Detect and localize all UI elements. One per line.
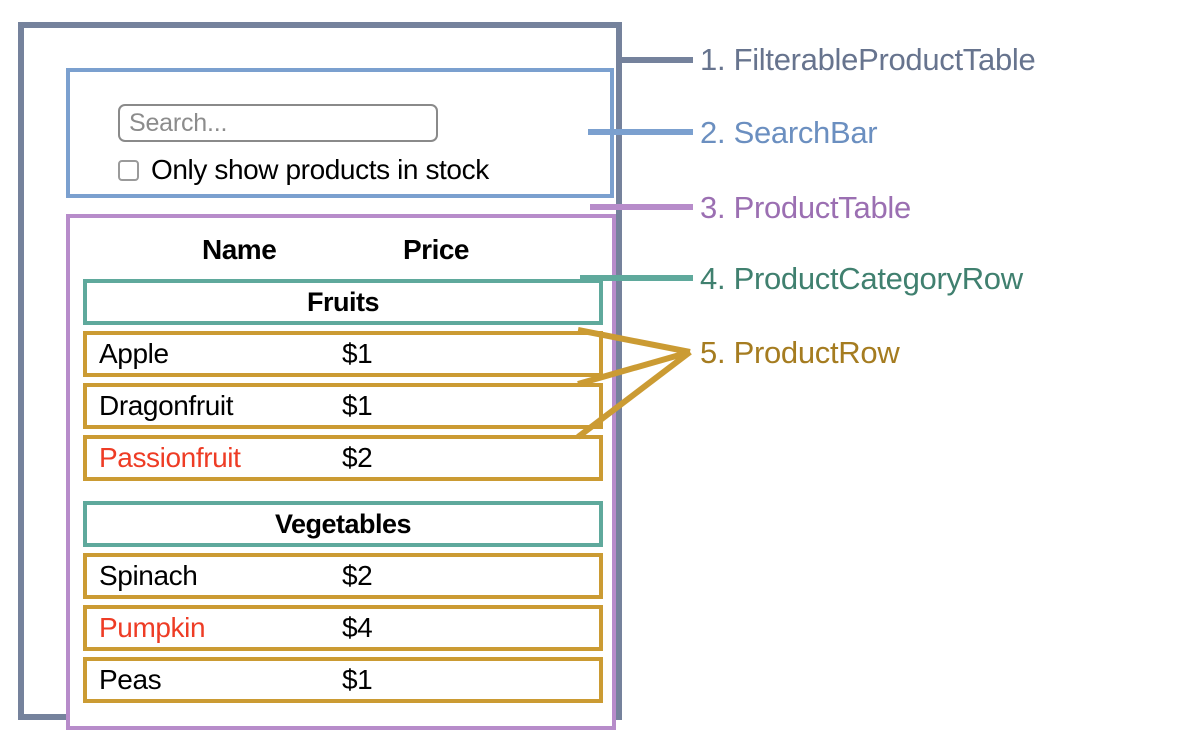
product-row: Dragonfruit $1 bbox=[83, 383, 603, 429]
product-category-row: Fruits bbox=[83, 279, 603, 325]
product-name: Spinach bbox=[99, 560, 198, 591]
product-price: $2 bbox=[342, 560, 373, 591]
legend-item-filterable-product-table: 1. FilterableProductTable bbox=[700, 42, 1036, 77]
product-row: Peas $1 bbox=[83, 657, 603, 703]
product-row: Spinach $2 bbox=[83, 553, 603, 599]
product-row: Pumpkin $4 bbox=[83, 605, 603, 651]
product-name: Dragonfruit bbox=[99, 390, 234, 421]
in-stock-checkbox-label: Only show products in stock bbox=[151, 154, 489, 185]
search-bar-box: Search... Only show products in stock bbox=[66, 68, 614, 198]
category-label: Fruits bbox=[306, 286, 380, 317]
product-price: $2 bbox=[342, 442, 373, 473]
product-table-box: Name Price Fruits Apple $1 Dragonfruit $… bbox=[66, 214, 616, 730]
legend-item-product-table: 3. ProductTable bbox=[700, 190, 911, 225]
product-price: $1 bbox=[342, 390, 373, 421]
checkbox-icon[interactable] bbox=[118, 159, 139, 181]
legend-item-product-category-row: 4. ProductCategoryRow bbox=[700, 261, 1023, 296]
product-table-rows: Fruits Apple $1 Dragonfruit $1 Passionfr… bbox=[83, 279, 603, 709]
category-label: Vegetables bbox=[274, 508, 412, 539]
search-input-placeholder: Search... bbox=[129, 108, 228, 137]
product-category-row: Vegetables bbox=[83, 501, 603, 547]
filterable-product-table-box: Search... Only show products in stock Na… bbox=[18, 22, 622, 730]
product-row: Apple $1 bbox=[83, 331, 603, 377]
group-spacer bbox=[83, 487, 603, 501]
in-stock-checkbox-row[interactable]: Only show products in stock bbox=[118, 156, 489, 184]
product-name: Passionfruit bbox=[99, 442, 241, 473]
product-name: Apple bbox=[99, 338, 169, 369]
product-price: $1 bbox=[342, 664, 373, 695]
column-header-name: Name bbox=[202, 234, 277, 265]
product-price: $1 bbox=[342, 338, 373, 369]
product-name: Pumpkin bbox=[99, 612, 206, 643]
search-input[interactable]: Search... bbox=[118, 104, 438, 142]
legend-item-product-row: 5. ProductRow bbox=[700, 335, 900, 370]
legend-item-search-bar: 2. SearchBar bbox=[700, 115, 878, 150]
column-header-price: Price bbox=[403, 234, 470, 265]
product-name: Peas bbox=[99, 664, 162, 695]
product-row: Passionfruit $2 bbox=[83, 435, 603, 481]
product-price: $4 bbox=[342, 612, 373, 643]
product-table-header: Name Price bbox=[70, 228, 612, 272]
